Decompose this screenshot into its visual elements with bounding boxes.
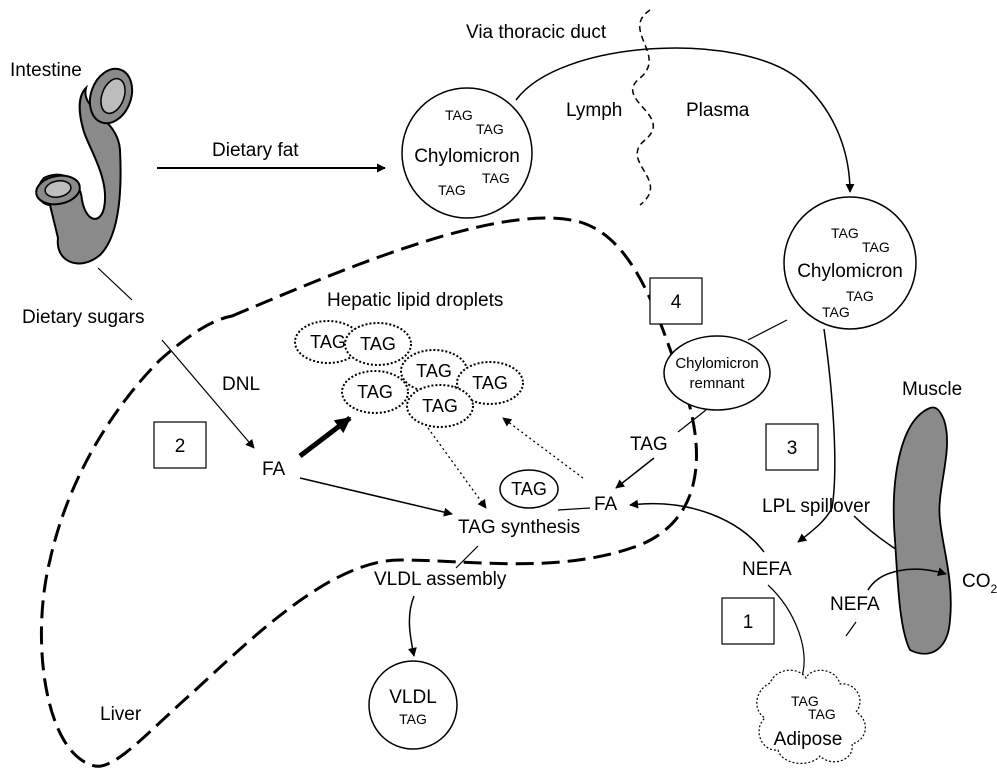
chylomicron-plasma: TAG TAG Chylomicron TAG TAG bbox=[783, 196, 917, 330]
dietary-fat-label: Dietary fat bbox=[212, 140, 299, 161]
tag-label: TAG bbox=[445, 107, 473, 123]
adipose-to-nefa-connector bbox=[767, 584, 805, 677]
fa-to-droplets-dotted-arrow bbox=[502, 417, 584, 479]
vldl-assembly-label: VLDL assembly bbox=[374, 569, 507, 590]
remnant-tag-to-fa-arrow bbox=[615, 457, 655, 489]
step-box-number: 3 bbox=[787, 438, 798, 459]
step-box-number: 2 bbox=[175, 436, 186, 457]
tag-label: TAG bbox=[846, 288, 874, 304]
tag-label: TAG bbox=[831, 225, 859, 241]
chylomicron-lymph: TAG TAG Chylomicron TAG TAG bbox=[401, 87, 533, 219]
fa-left-label: FA bbox=[262, 459, 286, 480]
lipid-droplet-tag: TAG bbox=[422, 396, 458, 416]
fa-to-tag-connector bbox=[557, 507, 591, 511]
tag-label: TAG bbox=[862, 239, 890, 255]
step-box-2: 2 bbox=[153, 421, 207, 469]
step-box-4: 4 bbox=[649, 277, 703, 325]
via-thoracic-duct-label: Via thoracic duct bbox=[466, 22, 607, 43]
nefa-main-label: NEFA bbox=[742, 559, 792, 580]
sugars-to-fa-arrow bbox=[161, 339, 255, 449]
dietary-sugars-label: Dietary sugars bbox=[22, 307, 145, 328]
adipose-label: Adipose bbox=[774, 729, 843, 750]
nefa-to-fa-arrow bbox=[629, 499, 765, 553]
hepatic-lipid-droplet-cluster: TAG TAG TAG TAG TAG TAG bbox=[294, 320, 524, 428]
tag-label: TAG bbox=[438, 182, 466, 198]
tag-droplet-small: TAG bbox=[499, 469, 559, 509]
remnant-tag-label: TAG bbox=[630, 434, 668, 455]
vldl-particle: VLDL TAG bbox=[368, 660, 458, 750]
chylomicron-lymph-label: Chylomicron bbox=[414, 146, 520, 167]
step-box-number: 4 bbox=[671, 292, 682, 313]
tag-label: TAG bbox=[482, 170, 510, 186]
plasma-label: Plasma bbox=[686, 100, 750, 121]
fa-to-droplets-arrow bbox=[298, 416, 352, 458]
lipid-droplet-tag: TAG bbox=[310, 332, 346, 352]
nefa-muscle-to-co2-arrow bbox=[867, 567, 947, 591]
muscle-organ bbox=[892, 406, 952, 655]
step-box-1: 1 bbox=[721, 597, 775, 645]
tag-synthesis-label: TAG synthesis bbox=[458, 517, 580, 538]
liver-outline bbox=[40, 216, 698, 768]
dnl-label: DNL bbox=[222, 374, 260, 395]
muscle-label: Muscle bbox=[902, 379, 962, 400]
adipose-tissue: TAG TAG Adipose bbox=[756, 669, 866, 764]
co2-subscript: 2 bbox=[991, 582, 997, 596]
intestine-label: Intestine bbox=[10, 60, 82, 81]
hepatic-lipid-droplets-label: Hepatic lipid droplets bbox=[327, 290, 503, 311]
fa-right-label: FA bbox=[594, 494, 618, 515]
lpl-spillover-label: LPL spillover bbox=[762, 496, 871, 517]
dietary-sugars-connector bbox=[97, 267, 133, 301]
co2-text: CO bbox=[962, 571, 991, 592]
step-box-number: 1 bbox=[743, 612, 754, 633]
tag-label: TAG bbox=[476, 121, 504, 137]
tag-synthesis-to-vldl-assembly-connector bbox=[455, 545, 479, 569]
tag-droplet-small-label: TAG bbox=[511, 479, 547, 499]
chylomicron-plasma-label: Chylomicron bbox=[797, 261, 903, 282]
step-box-3: 3 bbox=[765, 423, 819, 471]
lipid-droplet-tag: TAG bbox=[360, 334, 396, 354]
tag-label: TAG bbox=[791, 693, 819, 709]
lymph-to-plasma-arrow bbox=[515, 47, 855, 193]
chylomicron-remnant-line1: Chylomicron bbox=[675, 355, 758, 372]
tag-label: TAG bbox=[822, 304, 850, 320]
thoracic-duct-boundary bbox=[631, 9, 654, 206]
lipid-droplet-tag: TAG bbox=[416, 361, 452, 381]
adipose-to-nefa-muscle-connector bbox=[845, 621, 857, 637]
chylomicron-to-nefa-arrow bbox=[797, 328, 836, 543]
chylomicron-remnant-line2: remnant bbox=[689, 375, 745, 392]
lipid-droplet-tag: TAG bbox=[472, 373, 508, 393]
lipid-droplet-tag: TAG bbox=[357, 382, 393, 402]
fa-to-tag-synthesis-arrow bbox=[299, 477, 453, 517]
liver-label: Liver bbox=[100, 704, 142, 725]
chylomicron-remnant: Chylomicron remnant bbox=[663, 335, 771, 411]
tag-label: TAG bbox=[808, 706, 836, 722]
vldl-tag-label: TAG bbox=[399, 711, 427, 727]
remnant-to-tag-connector bbox=[677, 409, 707, 433]
chylomicron-to-remnant-connector bbox=[747, 319, 788, 341]
droplets-to-tag-synthesis-arrow bbox=[427, 427, 487, 509]
vldl-assembly-to-vldl-arrow bbox=[407, 595, 417, 657]
vldl-label: VLDL bbox=[389, 687, 437, 708]
co2-label: CO2 bbox=[962, 571, 997, 596]
lymph-label: Lymph bbox=[566, 100, 622, 121]
nefa-muscle-label: NEFA bbox=[830, 594, 880, 615]
intestine-organ bbox=[35, 67, 134, 265]
